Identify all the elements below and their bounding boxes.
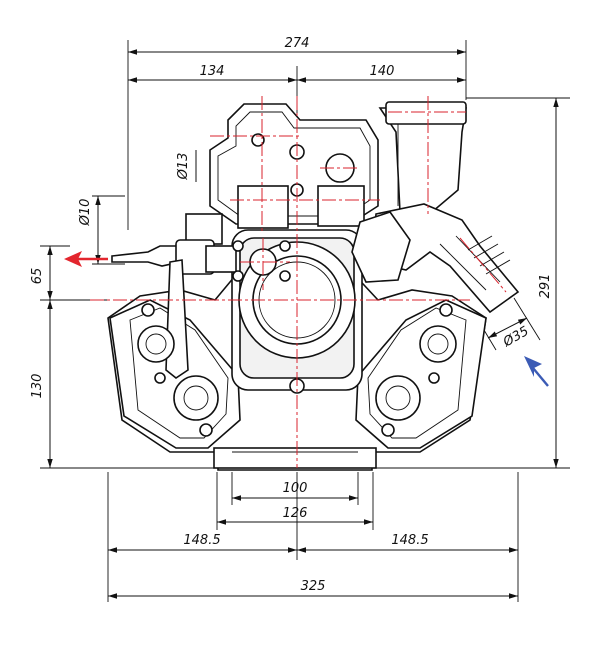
dim-126: 126: [283, 506, 308, 521]
dim-10-diameter: Ø10: [78, 199, 93, 227]
center-lines: [90, 96, 507, 468]
dim-291: 291: [538, 274, 553, 299]
hose-ridges: [467, 235, 511, 275]
dim-274: 274: [285, 36, 310, 51]
dim-148-5-right: 148.5: [391, 533, 428, 548]
outflow-arrow: [64, 251, 108, 267]
dim-35-diameter: Ø35: [500, 324, 532, 351]
dim-148-5-left: 148.5: [183, 533, 220, 548]
dim-134: 134: [200, 64, 225, 79]
bolts: [137, 133, 457, 437]
dim-140: 140: [370, 64, 395, 79]
inflow-arrow: [524, 356, 549, 387]
dim-100: 100: [283, 481, 308, 496]
dimension-lines: [47, 49, 559, 599]
dim-130: 130: [30, 374, 45, 399]
dim-325: 325: [301, 579, 326, 594]
pump-body: [107, 101, 520, 471]
dim-65: 65: [30, 268, 45, 285]
dim-13-diameter: Ø13: [176, 153, 191, 181]
